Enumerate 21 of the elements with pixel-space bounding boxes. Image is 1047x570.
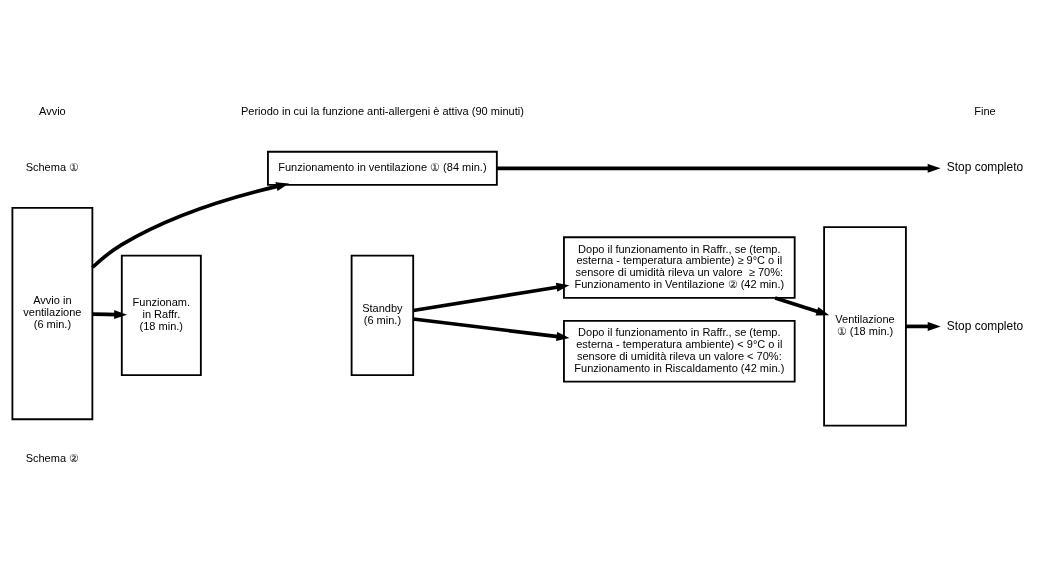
arrow — [91, 181, 290, 269]
node-box: Funzionamento in ventilazione ① (84 min.) — [267, 150, 498, 186]
node-box: Dopo il funzionamento in Raffr., se (temp. esterna - temperatura ambiente) < 9°C o il sensore di umidità rileva un valore < 70%: Funzionamento in Riscaldamento (42 min.) — [563, 319, 796, 382]
node-text: Stop completo — [946, 159, 1024, 174]
node-box: Standby (6 min.) — [350, 254, 415, 376]
node-box: Avvio in ventilazione (6 min.) — [11, 206, 94, 420]
arrow — [92, 309, 128, 319]
label: Periodo in cui la funzione anti-allergeni è attiva (90 minuti) — [240, 104, 524, 117]
arrow — [412, 282, 570, 312]
arrow — [413, 316, 570, 341]
label: Schema ② — [25, 451, 80, 464]
arrow — [774, 295, 830, 316]
node-box: Dopo il funzionamento in Raffr., se (temp. esterna - temperatura ambiente) ≥ 9°C o il sensore di umidità rileva un valore ≥ 70%: Funzionamento in Ventilazione ② (42 min.) — [563, 235, 796, 299]
arrow — [905, 321, 941, 331]
node-box: Ventilazione ① (18 min.) — [823, 225, 907, 427]
label: Schema ① — [25, 160, 80, 173]
node-box: Funzionam. in Raffr. (18 min.) — [120, 254, 202, 376]
arrow — [497, 163, 941, 173]
label: Avvio — [39, 104, 66, 117]
node-text: Stop completo — [946, 318, 1024, 333]
label: Fine — [974, 104, 996, 117]
